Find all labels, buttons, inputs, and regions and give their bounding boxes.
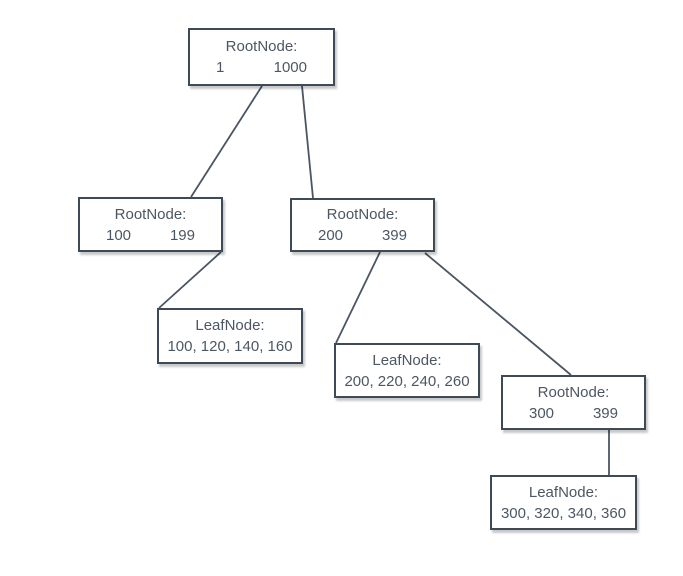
node-title: LeafNode:: [372, 351, 442, 369]
node-title: RootNode:: [225, 38, 298, 55]
node-range: 100 199: [80, 225, 221, 246]
tree-node-leaf-300: LeafNode: 300, 320, 340, 360: [490, 475, 637, 530]
node-leaf-values: 300, 320, 340, 360: [500, 504, 627, 522]
node-range: 300 399: [503, 403, 644, 424]
tree-node-root-300-399: RootNode: 300 399: [501, 375, 646, 430]
tree-node-leaf-200: LeafNode: 200, 220, 240, 260: [334, 343, 480, 398]
node-title: LeafNode:: [528, 483, 599, 501]
node-title: RootNode:: [537, 383, 610, 401]
tree-node-root-1-1000: RootNode: 1 1000: [188, 28, 335, 86]
node-range-high: 1000: [273, 59, 307, 76]
node-leaf-values: 100, 120, 140, 160: [167, 338, 293, 355]
node-range-low: 200: [318, 227, 344, 244]
tree-node-leaf-100: LeafNode: 100, 120, 140, 160: [157, 308, 303, 364]
node-leaf-values: 200, 220, 240, 260: [344, 372, 470, 390]
node-range-high: 399: [381, 227, 407, 244]
node-title: RootNode:: [326, 206, 399, 223]
node-range-low: 1: [216, 59, 225, 76]
node-range: 1 1000: [190, 57, 333, 78]
node-range-high: 399: [592, 404, 618, 422]
edge-root-100-199-to-leaf-100: [158, 251, 222, 309]
node-range-low: 100: [106, 226, 132, 244]
node-title: LeafNode:: [195, 317, 265, 334]
tree-node-root-100-199: RootNode: 100 199: [78, 197, 223, 252]
node-range-low: 300: [529, 404, 555, 422]
edge-root-1-1000-to-root-200-399: [301, 85, 314, 199]
node-range: 200 399: [292, 225, 433, 246]
node-range-high: 199: [169, 226, 195, 244]
edge-root-1-1000-to-root-100-199: [190, 85, 263, 198]
edge-root-200-399-to-leaf-200: [335, 251, 381, 344]
edge-root-200-399-to-root-300-399: [424, 252, 572, 376]
tree-node-root-200-399: RootNode: 200 399: [290, 198, 435, 252]
node-title: RootNode:: [114, 205, 187, 223]
